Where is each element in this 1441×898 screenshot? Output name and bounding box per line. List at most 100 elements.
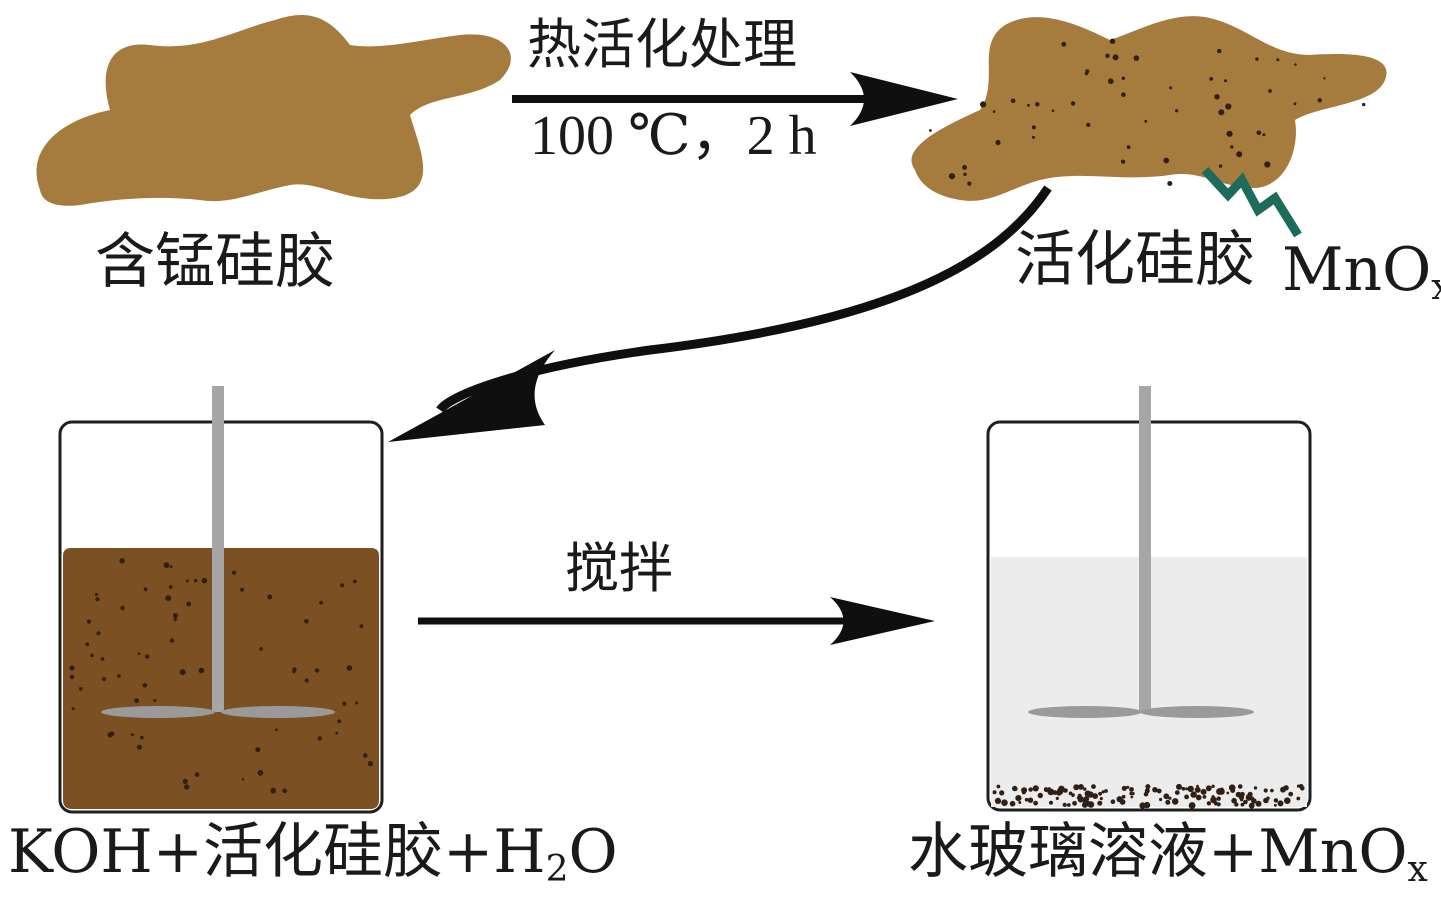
speckle-dot — [259, 647, 263, 651]
sediment-particle — [1012, 785, 1018, 792]
raw-gel-blob — [36, 14, 511, 206]
sediment-particle — [1205, 785, 1212, 792]
speckle-dot — [1217, 48, 1222, 54]
speckle-dot — [85, 642, 90, 647]
sediment-particle — [1152, 787, 1158, 793]
sediment-particle — [1097, 800, 1103, 806]
sediment-particle — [1202, 795, 1207, 799]
speckle-dot — [967, 181, 972, 186]
speckle-dot — [1323, 77, 1326, 80]
speckle-dot — [137, 652, 141, 655]
sediment-particle — [1171, 798, 1179, 805]
sediment-particle — [1284, 797, 1291, 804]
speckle-dot — [1262, 133, 1266, 137]
right-beaker — [986, 386, 1312, 812]
speckle-dot — [1175, 109, 1179, 113]
activated-gel-blob — [911, 16, 1387, 201]
sediment-particle — [1130, 795, 1134, 799]
sediment-particle — [1078, 784, 1084, 790]
speckle-dot — [1255, 57, 1259, 61]
speckle-dot — [340, 583, 345, 588]
sediment-particle — [1145, 784, 1151, 790]
speckle-dot — [355, 701, 359, 705]
sediment-particle — [1168, 796, 1172, 800]
speckle-dot — [134, 698, 140, 704]
speckle-dot — [255, 747, 261, 753]
sediment-particle — [1187, 785, 1194, 793]
speckle-dot — [69, 674, 75, 680]
sediment-particle — [1144, 788, 1150, 794]
speckle-dot — [1268, 89, 1272, 93]
sediment-particle — [1216, 788, 1223, 795]
heat-activation-arrow — [512, 72, 958, 126]
sediment-particle — [1087, 801, 1095, 808]
sediment-particle — [1121, 794, 1126, 799]
speckle-dot — [1209, 77, 1214, 81]
speckle-dot — [194, 772, 200, 777]
stirrer-shaft — [212, 386, 224, 712]
sediment-particle — [1083, 796, 1090, 802]
sediment-particle — [1021, 790, 1026, 795]
speckle-dot — [232, 570, 237, 575]
speckle-dot — [140, 735, 144, 740]
speckle-dot — [120, 605, 125, 611]
sediment-particle — [1248, 802, 1255, 809]
speckle-dot — [337, 719, 342, 724]
speckle-dot — [1144, 119, 1148, 123]
speckle-dot — [346, 665, 353, 671]
sediment-particle — [1255, 800, 1262, 807]
mnox-label: MnOx — [1282, 235, 1441, 306]
speckle-dot — [275, 728, 278, 731]
speckle-dot — [948, 173, 956, 180]
left-beaker — [58, 386, 384, 814]
speckle-dot — [359, 624, 364, 629]
sediment-particle — [1129, 787, 1134, 792]
sediment-particle — [1239, 791, 1245, 797]
stirrer-blade-left-right — [1028, 706, 1142, 718]
raw-gel-label: 含锰硅胶 — [95, 227, 335, 297]
speckle-dot — [1167, 181, 1173, 186]
speckle-dot — [282, 788, 288, 794]
transfer-curved-arrow — [388, 185, 1052, 442]
speckle-dot — [153, 699, 157, 702]
speckle-dot — [995, 139, 1001, 146]
speckle-dot — [1121, 76, 1126, 81]
sediment-particle — [1099, 797, 1103, 801]
stirrer-blade-left — [101, 706, 215, 718]
speckle-dot — [143, 587, 148, 592]
speckle-dot — [1256, 130, 1262, 136]
speckle-dot — [1317, 98, 1323, 103]
sediment-particle — [1226, 791, 1230, 795]
sediment-particle — [1015, 795, 1022, 802]
sediment-particle — [1298, 784, 1304, 789]
sediment-particle — [1063, 788, 1068, 793]
speckle-dot — [142, 683, 148, 688]
speckle-dot — [165, 595, 172, 602]
sediment-particle — [1081, 802, 1088, 808]
sediment-particle — [1277, 800, 1284, 807]
sediment-particle — [1216, 802, 1221, 807]
speckle-dot — [1224, 79, 1228, 83]
sediment-particle — [1104, 789, 1108, 793]
sediment-particle — [1274, 803, 1277, 807]
sediment-particle — [1206, 801, 1212, 806]
sediment-particle — [1098, 791, 1102, 796]
sediment-particle — [1240, 798, 1244, 802]
sediment-particle — [1049, 800, 1053, 805]
stirrer-shaft-right — [1139, 386, 1151, 712]
sediment-particle — [1091, 784, 1096, 789]
speckle-dot — [962, 166, 966, 170]
sediment-particle — [1216, 796, 1221, 801]
sediment-particle — [1032, 785, 1039, 792]
sediment-particle — [1037, 792, 1044, 799]
sediment-particle — [1121, 785, 1127, 791]
activated-gel-speckles — [929, 38, 1366, 186]
sediment-particle — [1052, 790, 1058, 795]
speckle-dot — [1051, 109, 1055, 113]
sediment-particle — [1230, 788, 1236, 793]
speckle-dot — [145, 654, 150, 659]
sediment-particle — [1237, 784, 1243, 789]
speckle-dot — [1133, 55, 1140, 61]
sediment-particle — [1126, 785, 1130, 789]
